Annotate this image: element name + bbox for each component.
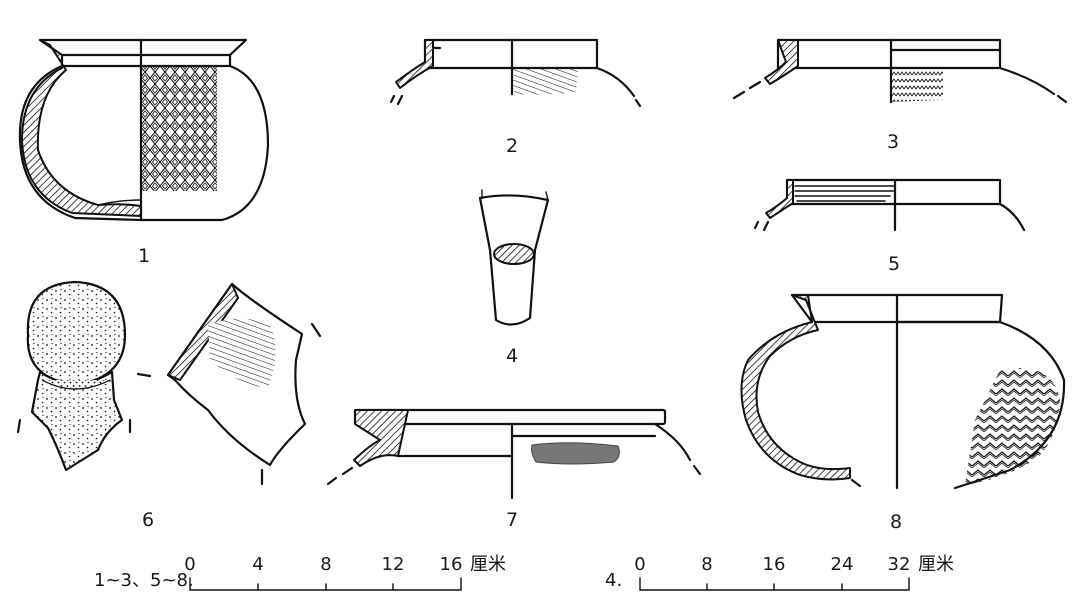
figure-label-3: 3 [887, 131, 899, 153]
scale-large-unit: 厘米 [918, 554, 954, 575]
figure-label-4: 4 [506, 345, 518, 367]
scale-large-tick-0: 0 [634, 554, 645, 575]
scale-small-tick-2: 8 [320, 554, 331, 575]
scale-large-tick-2: 16 [763, 554, 786, 575]
scale-small-applies-to: 1~3、5~8. [94, 570, 194, 591]
vessel-4 [478, 189, 550, 326]
scale-large-tick-4: 32 [888, 554, 911, 575]
vessel-6 [16, 280, 322, 486]
scale-bar-large: 4. 0 8 16 24 32 厘米 [605, 554, 954, 591]
scale-small-tick-4: 16 [440, 554, 463, 575]
vessel-5 [753, 178, 1026, 232]
vessel-1 [18, 38, 270, 222]
vessel-8 [740, 293, 1066, 490]
figure-label-6: 6 [142, 509, 154, 531]
vessel-7 [326, 408, 702, 500]
scale-large-applies-to: 4. [605, 570, 622, 591]
scale-large-tick-1: 8 [701, 554, 712, 575]
scale-small-tick-0: 0 [184, 554, 195, 575]
figure-label-2: 2 [506, 135, 518, 157]
scale-large-tick-3: 24 [831, 554, 854, 575]
vessel-3 [732, 38, 1068, 104]
vessel-2 [389, 38, 642, 108]
scale-small-tick-3: 12 [382, 554, 405, 575]
figure-label-7: 7 [506, 509, 518, 531]
figure-label-5: 5 [888, 253, 900, 275]
scale-bar-small: 1~3、5~8. 0 4 8 12 16 厘米 [94, 554, 506, 591]
scale-small-unit: 厘米 [470, 554, 506, 575]
figure-label-8: 8 [890, 511, 902, 533]
figure-label-1: 1 [138, 245, 150, 267]
scale-small-tick-1: 4 [252, 554, 263, 575]
